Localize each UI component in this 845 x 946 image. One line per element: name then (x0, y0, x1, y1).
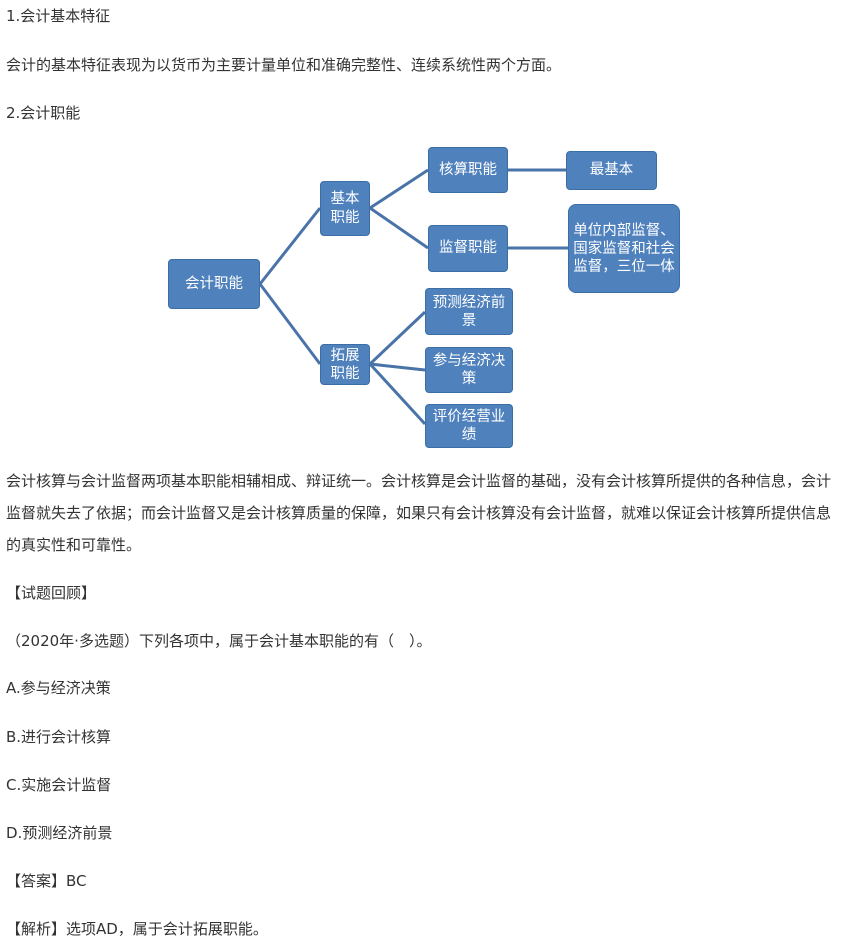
explanation-text: 【解析】选项AD，属于会计拓展职能。 (6, 920, 268, 938)
node-evaluate: 评价经营业绩 (425, 404, 513, 448)
node-most-basic: 最基本 (566, 151, 657, 190)
node-supervision-note: 单位内部监督、国家监督和社会监督，三位一体 (568, 204, 680, 293)
node-decision: 参与经济决策 (425, 347, 513, 393)
option-c: C.实施会计监督 (6, 776, 112, 794)
node-accounting: 核算职能 (428, 147, 508, 193)
question-text: （2020年·多选题）下列各项中，属于会计基本职能的有（ ）。 (6, 632, 432, 650)
node-supervision: 监督职能 (428, 225, 508, 272)
review-title: 【试题回顾】 (6, 584, 97, 602)
node-accounting-functions: 会计职能 (168, 259, 260, 309)
option-d: D.预测经济前景 (6, 824, 113, 842)
node-extended-functions: 拓展职能 (320, 344, 370, 385)
heading-basic-features: 1.会计基本特征 (6, 7, 111, 25)
paragraph-basic-features: 会计的基本特征表现为以货币为主要计量单位和准确完整性、连续系统性两个方面。 (6, 56, 562, 74)
option-a: A.参与经济决策 (6, 679, 111, 697)
node-forecast: 预测经济前景 (425, 288, 513, 335)
heading-functions: 2.会计职能 (6, 104, 81, 122)
paragraph-function-relationship: 会计核算与会计监督两项基本职能相辅相成、辩证统一。会计核算是会计监督的基础，没有… (6, 472, 832, 554)
option-b: B.进行会计核算 (6, 728, 112, 746)
answer-text: 【答案】BC (6, 872, 87, 890)
node-basic-functions: 基本职能 (320, 181, 370, 236)
